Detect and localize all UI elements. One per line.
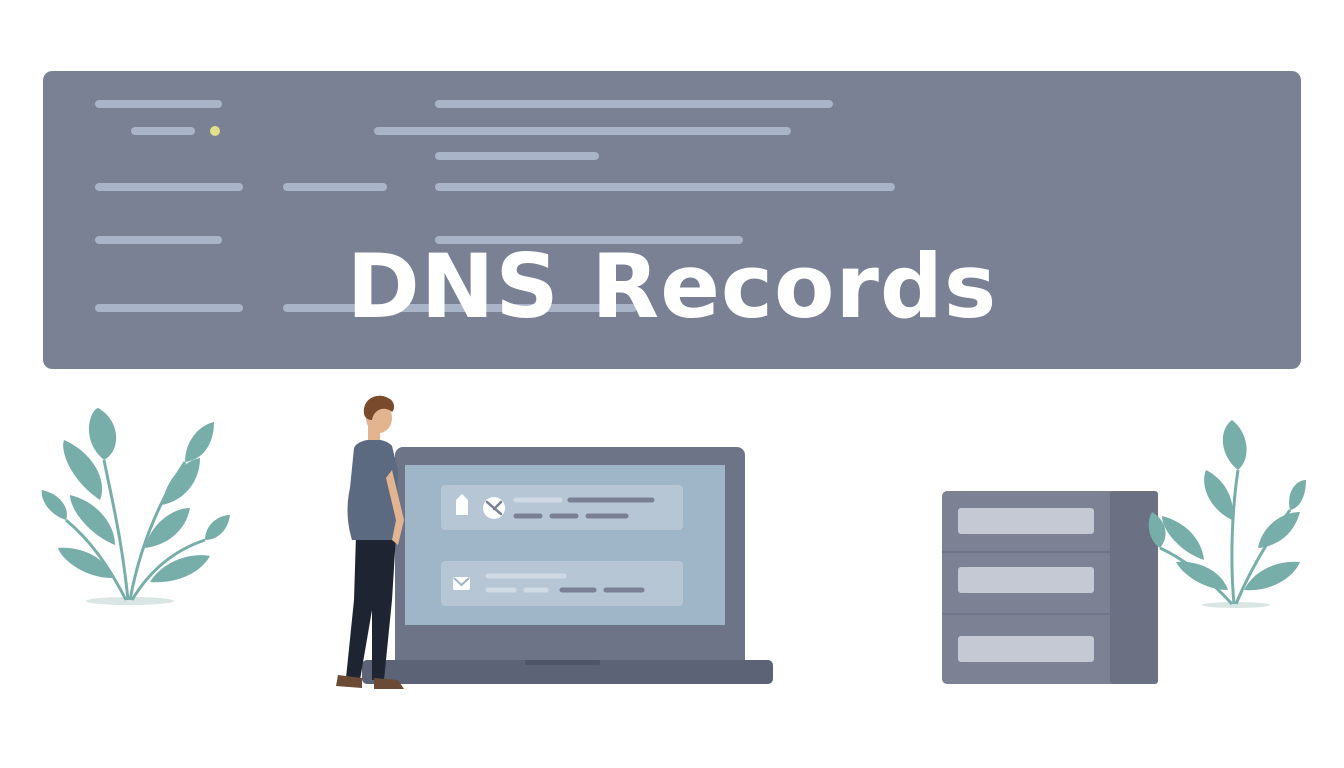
server-slot: [958, 636, 1094, 662]
record-card: [441, 561, 683, 606]
laptop-icon: [362, 447, 773, 684]
laptop-base: [362, 660, 773, 684]
record-card: [441, 485, 683, 530]
server-slot: [958, 508, 1094, 534]
page-title: DNS Records: [346, 235, 998, 338]
plant-icon: [1148, 420, 1306, 608]
banner: [43, 71, 1301, 369]
plant-icon: [41, 408, 230, 605]
person-figure: [336, 395, 404, 689]
banner-background: [43, 71, 1301, 369]
status-dot: [210, 126, 220, 136]
server-slot: [958, 567, 1094, 593]
home-icon: [456, 494, 468, 515]
server-rack-icon: [942, 491, 1158, 684]
